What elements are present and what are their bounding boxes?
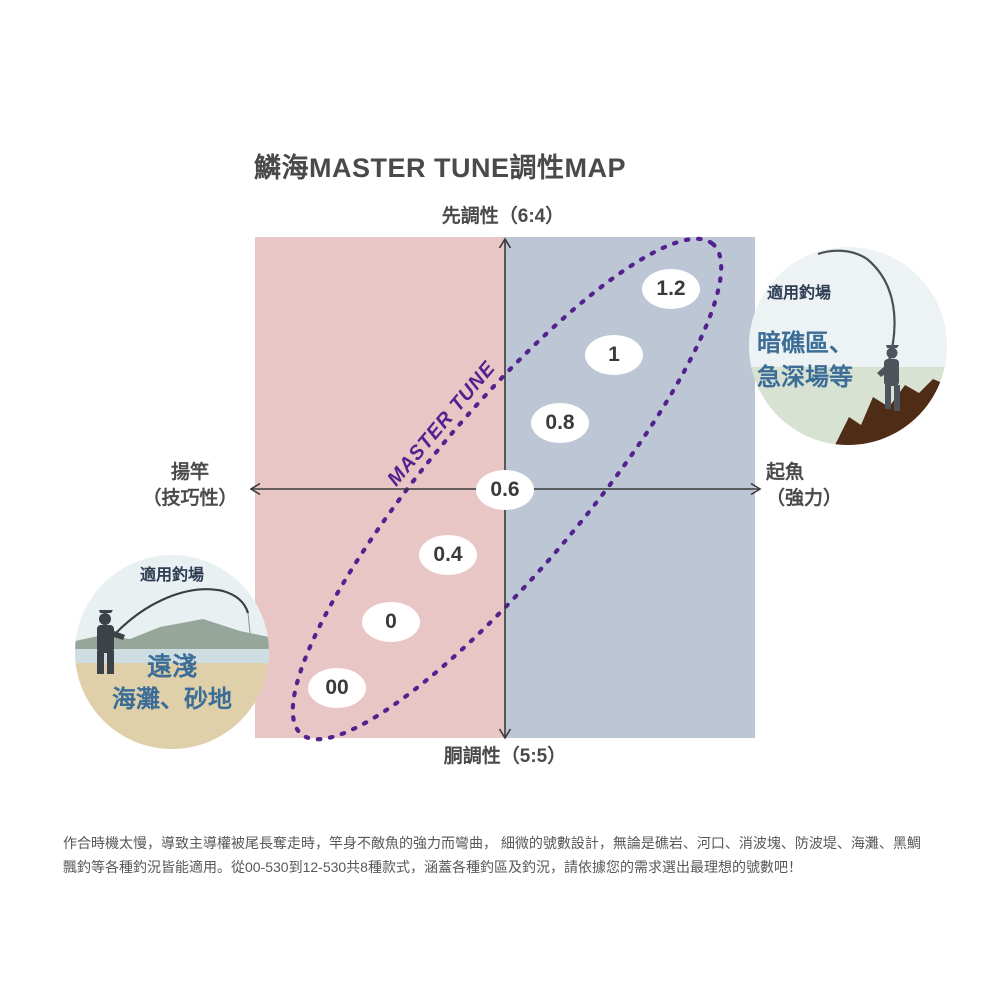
callout-beach-circle: 適用釣場 遠淺 海灘、砂地 xyxy=(75,555,269,749)
callout-reef-circle: 適用釣場 暗礁區、 急深場等 xyxy=(749,247,947,445)
axis-label-top: 先調性（6:4） xyxy=(441,206,565,227)
callout-text-line1: 遠淺 xyxy=(146,653,197,681)
axis-label-right-line2: （強力） xyxy=(766,488,843,509)
model-badge-0: 0 xyxy=(362,602,420,642)
callout-tag: 適用釣場 xyxy=(139,567,204,584)
model-badge-0-6: 0.6 xyxy=(476,470,534,510)
callout-text-line2: 海灘、砂地 xyxy=(112,686,232,713)
callout-tag: 適用釣場 xyxy=(767,285,832,302)
fisherman-icon xyxy=(97,610,125,674)
model-badge-1-2: 1.2 xyxy=(642,269,700,309)
chart-right-half xyxy=(505,237,755,738)
model-badge-00: 00 xyxy=(308,668,366,708)
description-line1: 作合時機太慢，導致主導權被尾長奪走時，竿身不敵魚的強力而彎曲， 細微的號數設計，… xyxy=(63,835,921,851)
description-paragraph: 作合時機太慢，導致主導權被尾長奪走時，竿身不敵魚的強力而彎曲， 細微的號數設計，… xyxy=(63,831,948,879)
reef-scene xyxy=(749,247,947,445)
mountains-icon xyxy=(75,619,269,649)
axis-label-right: 起魚 （強力） xyxy=(766,460,842,512)
water xyxy=(75,649,269,663)
model-badge-1: 1 xyxy=(585,335,643,375)
beach-scene xyxy=(75,555,269,749)
rock-icon xyxy=(835,379,947,445)
axis-label-left-line1: 揚竿 xyxy=(170,462,209,483)
fishing-rod-icon xyxy=(114,588,250,635)
fishing-line xyxy=(247,612,251,634)
model-badge-0-8: 0.8 xyxy=(531,403,589,443)
fisherman-icon xyxy=(877,345,900,411)
fishing-rod-icon xyxy=(817,249,896,374)
axis-label-left-line2: （技巧性） xyxy=(142,488,238,509)
chart-left-half xyxy=(255,237,505,738)
model-badge-0-4: 0.4 xyxy=(419,535,477,575)
callout-text-line1: 暗礁區、 xyxy=(757,330,853,357)
axis-label-left: 揚竿 （技巧性） xyxy=(130,460,250,512)
callout-text-line2: 急深場等 xyxy=(757,364,853,391)
page-title: 鱗海MASTER TUNE調性MAP xyxy=(254,153,626,183)
description-line2: 飄釣等各種釣況皆能適用。從00-530到12-530共8種款式，涵蓋各種釣區及釣… xyxy=(63,859,802,875)
sand xyxy=(75,663,269,749)
axis-label-bottom: 胴調性（5:5） xyxy=(443,746,567,767)
axis-label-right-line1: 起魚 xyxy=(766,462,805,483)
